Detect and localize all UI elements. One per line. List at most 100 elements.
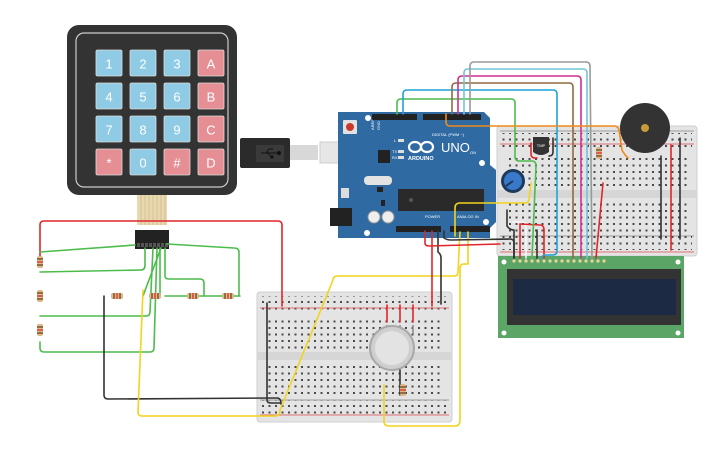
wire-orange-buzzer (445, 113, 629, 159)
aref-label: AREF (370, 119, 375, 130)
wire-black-lcd-gnd (506, 209, 515, 259)
lcd-pin (602, 259, 606, 263)
key-A[interactable]: A (197, 49, 225, 77)
wire-black-rail (266, 302, 281, 404)
resistor[interactable] (37, 324, 43, 336)
key-C[interactable]: C (197, 115, 225, 143)
wire-black-ground (103, 295, 282, 405)
wire-green-d12 (396, 98, 537, 259)
key-3[interactable]: 3 (163, 49, 191, 77)
wire-yellow-keypad (137, 231, 461, 417)
wire-magenta-d4 (457, 75, 582, 259)
lcd-pin (560, 259, 564, 263)
lcd-pin (542, 259, 546, 263)
key-#[interactable]: # (163, 148, 191, 176)
wire-blue-d11 (402, 89, 558, 259)
gas-sensor[interactable] (369, 325, 415, 371)
key-label: 2 (139, 57, 146, 72)
lcd-pin (536, 259, 540, 263)
lcd-pin (548, 259, 552, 263)
wire-gray-d2 (469, 61, 593, 259)
key-6[interactable]: 6 (163, 82, 191, 110)
wire-green-7 (166, 243, 240, 297)
key-*[interactable]: * (95, 148, 123, 176)
l-led-label: L (394, 138, 397, 143)
lcd-pin (566, 259, 570, 263)
lcd-pin (554, 259, 558, 263)
lcd-screen (513, 279, 676, 315)
key-label: 9 (173, 123, 180, 138)
wire-yellow-pot (454, 182, 532, 237)
wire-green-5 (142, 247, 162, 297)
resistor[interactable] (37, 290, 43, 302)
keypad[interactable]: 1 2 3 A 4 5 6 B 7 8 9 C * 0 # D (67, 25, 237, 249)
key-0[interactable]: 0 (129, 148, 157, 176)
key-label: A (207, 57, 216, 72)
lcd-pin (512, 259, 516, 263)
wire-yellow-gas (383, 231, 469, 427)
wire-green-1 (39, 244, 136, 253)
wire-black-gnd (437, 230, 442, 305)
resistor[interactable] (400, 384, 406, 396)
gnd-label: GND (376, 121, 381, 130)
key-label: 6 (173, 90, 180, 105)
lcd-pin (572, 259, 576, 263)
lcd-pin (518, 259, 522, 263)
analog-header-label: ANALOG IN (457, 214, 479, 219)
wire-red-5v-right (424, 230, 501, 247)
key-8[interactable]: 8 (129, 115, 157, 143)
key-1[interactable]: 1 (95, 49, 123, 77)
reset-button[interactable] (346, 123, 354, 131)
resistor[interactable] (222, 293, 234, 299)
breadboard-bottom (256, 291, 453, 423)
key-D[interactable]: D (197, 148, 225, 176)
wire-green-3 (39, 247, 154, 317)
digital-header-label: DIGITAL (PWM ~) (432, 132, 465, 137)
key-2[interactable]: 2 (129, 49, 157, 77)
piezo-buzzer[interactable] (620, 103, 670, 153)
breadboard-right (496, 125, 698, 257)
power-header-label: POWER (425, 214, 440, 219)
key-label: C (206, 123, 215, 138)
wire-green-2 (39, 247, 146, 273)
key-label: 5 (139, 90, 146, 105)
key-B[interactable]: B (197, 82, 225, 110)
arduino-uno[interactable]: AREF GND DIGITAL (PWM ~) L TX RX ARDUINO… (330, 112, 496, 238)
key-label: 0 (139, 156, 146, 171)
key-4[interactable]: 4 (95, 82, 123, 110)
wire-brown-d5 (451, 82, 574, 259)
key-label: D (206, 156, 215, 171)
resistor[interactable] (149, 293, 161, 299)
arduino-brand-label: ARDUINO (408, 156, 434, 162)
temperature-sensor[interactable]: TMP (533, 137, 549, 155)
potentiometer[interactable] (501, 169, 525, 193)
lcd-pin (596, 259, 600, 263)
key-label: 7 (105, 123, 112, 138)
resistor[interactable] (111, 293, 123, 299)
wire-red-resistor (595, 182, 604, 259)
key-label: B (207, 90, 216, 105)
usb-cable[interactable] (240, 138, 351, 168)
key-7[interactable]: 7 (95, 115, 123, 143)
key-9[interactable]: 9 (163, 115, 191, 143)
resistor[interactable] (37, 256, 43, 268)
wire-red-tmp (530, 142, 538, 159)
wire-cyan-d3 (463, 68, 588, 259)
key-label: * (106, 156, 111, 171)
wire-green-4 (39, 247, 158, 353)
lcd-pin (578, 259, 582, 263)
lcd-display[interactable] (498, 256, 684, 338)
lcd-pin (530, 259, 534, 263)
wire-black-tmp (548, 137, 554, 157)
wire-white-lcd (512, 221, 527, 259)
key-label: 3 (173, 57, 180, 72)
lcd-pin (524, 259, 528, 263)
lcd-pin (590, 259, 594, 263)
wire-green-6 (164, 247, 205, 297)
resistor[interactable] (187, 293, 199, 299)
lcd-pin (584, 259, 588, 263)
key-5[interactable]: 5 (129, 82, 157, 110)
wire-red-keypad-power (39, 220, 283, 307)
resistor[interactable] (596, 147, 602, 159)
